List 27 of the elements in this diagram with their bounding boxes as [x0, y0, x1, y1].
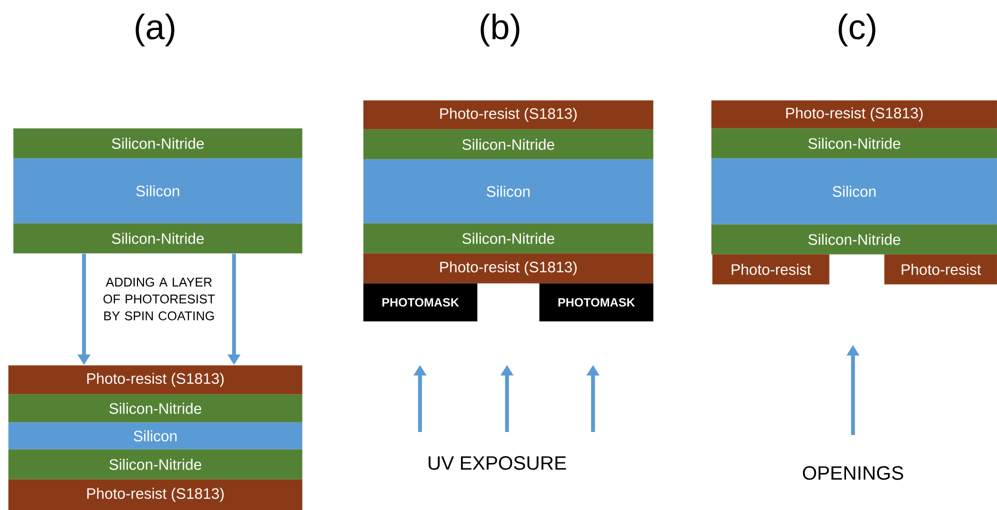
nitride-layer: Silicon-Nitride — [363, 223, 654, 254]
nitride-layer: Silicon-Nitride — [13, 223, 302, 254]
photoresist-layer: Photo-resist (S1813) — [363, 253, 654, 284]
photoresist-layer: Photo-resist (S1813) — [8, 365, 302, 394]
panel-label: (b) — [480, 14, 520, 46]
photomask-block: PHOTOMASK — [363, 283, 478, 322]
photoresist-layer: Photo-resist (S1813) — [8, 479, 302, 510]
nitride-layer: Silicon-Nitride — [8, 394, 302, 422]
panel-label: (c) — [838, 14, 876, 46]
nitride-layer: Silicon-Nitride — [363, 129, 654, 160]
exposure-caption: UV EXPOSURE — [428, 456, 566, 470]
photoresist-layer: Photo-resist (S1813) — [711, 100, 997, 128]
panel-label: (a) — [136, 14, 174, 46]
nitride-layer: Silicon-Nitride — [711, 224, 997, 254]
step-note: ADDING A LAYER OF PHOTORESIST BY SPIN COATING — [104, 278, 215, 320]
photoresist-layer: Photo-resist — [712, 254, 830, 284]
silicon-layer: Silicon — [711, 158, 997, 224]
nitride-layer: Silicon-Nitride — [8, 449, 302, 480]
photoresist-layer: Photo-resist (S1813) — [363, 100, 654, 130]
silicon-layer: Silicon — [363, 159, 654, 224]
silicon-layer: Silicon — [13, 158, 302, 224]
photomask-block: PHOTOMASK — [539, 283, 654, 322]
photoresist-layer: Photo-resist — [884, 254, 997, 284]
nitride-layer: Silicon-Nitride — [711, 128, 997, 158]
exposure-caption: OPENINGS — [802, 466, 904, 480]
silicon-layer: Silicon — [8, 422, 302, 450]
nitride-layer: Silicon-Nitride — [13, 128, 302, 158]
